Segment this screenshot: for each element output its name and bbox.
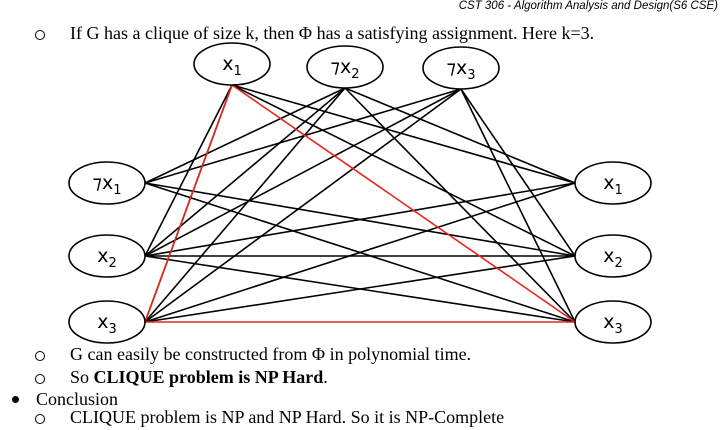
- subscript: 2: [614, 256, 622, 271]
- variable: x: [222, 53, 233, 75]
- edge-t2-r1: [344, 87, 576, 184]
- line-polynomial-time: G can easily be constructed from Φ in po…: [70, 344, 472, 364]
- variable: x: [603, 172, 614, 194]
- variable: x: [603, 311, 614, 333]
- edge-t1-r2: [231, 84, 576, 257]
- node-ellipse: [306, 45, 384, 89]
- np-hard-suffix: .: [323, 367, 328, 387]
- node-label: x1: [603, 172, 623, 198]
- edge-l3-r2: [144, 255, 576, 323]
- node-t3: ⁊x3: [422, 46, 500, 90]
- node-t1: x1: [193, 42, 271, 86]
- node-label: x2: [97, 245, 117, 271]
- edge-t3-l2: [144, 88, 462, 257]
- clique-edge-t1-l3: [144, 84, 233, 323]
- node-r3: x3: [574, 300, 652, 344]
- node-l2: x2: [68, 234, 146, 278]
- sub-bullet-1: [35, 30, 45, 40]
- subscript: 3: [614, 322, 622, 337]
- negation-sign: ⁊: [447, 57, 456, 79]
- node-ellipse: [68, 234, 146, 278]
- node-ellipse: [422, 46, 500, 90]
- node-label: ⁊x1: [93, 172, 122, 198]
- subscript: 2: [108, 256, 116, 271]
- node-ellipse: [193, 42, 271, 86]
- node-label: x3: [603, 311, 623, 337]
- variable: x: [456, 57, 467, 79]
- sub-bullet-3: [35, 374, 45, 384]
- subscript: 3: [467, 68, 475, 83]
- variable: x: [97, 245, 108, 267]
- node-l3: x3: [68, 300, 146, 344]
- edge-l2-r1: [144, 182, 576, 257]
- subscript: 1: [233, 64, 241, 79]
- edge-t2-l3: [144, 87, 346, 323]
- main-bullet: [12, 396, 19, 403]
- edge-t3-l1: [144, 88, 462, 184]
- node-label: x1: [222, 53, 242, 79]
- negation-sign: ⁊: [93, 172, 102, 194]
- node-t2: ⁊x2: [306, 45, 384, 89]
- edge-t2-l2: [144, 87, 346, 257]
- node-ellipse: [574, 234, 652, 278]
- sub-bullet-2: [35, 351, 45, 361]
- np-hard-prefix: So: [70, 367, 94, 387]
- node-ellipse: [574, 161, 652, 205]
- subscript: 3: [108, 322, 116, 337]
- edge-t1-r1: [231, 84, 576, 184]
- edge-t3-r2: [460, 88, 576, 257]
- line-np-complete: CLIQUE problem is NP and NP Hard. So it …: [70, 407, 505, 427]
- node-ellipse: [574, 300, 652, 344]
- node-label: x2: [603, 245, 623, 271]
- edge-t3-r3: [460, 88, 576, 323]
- np-hard-bold: CLIQUE problem is NP Hard: [93, 367, 324, 387]
- variable: x: [102, 172, 113, 194]
- variable: x: [603, 245, 614, 267]
- edge-t2-l1: [144, 87, 346, 184]
- clique-edge-t1-r3: [231, 84, 576, 323]
- node-ellipse: [68, 161, 146, 205]
- node-r2: x2: [574, 234, 652, 278]
- negation-sign: ⁊: [331, 56, 340, 78]
- line-np-hard: So CLIQUE problem is NP Hard.: [70, 366, 328, 388]
- node-label: x3: [97, 311, 117, 337]
- subscript: 2: [351, 67, 359, 82]
- node-l1: ⁊x1: [68, 161, 146, 205]
- node-label: ⁊x3: [447, 57, 476, 83]
- page-header: CST 306 - Algorithm Analysis and Design(…: [458, 0, 718, 12]
- variable: x: [97, 311, 108, 333]
- node-ellipse: [68, 300, 146, 344]
- edge-t3-l3: [144, 88, 462, 323]
- subscript: 1: [614, 183, 622, 198]
- node-label: ⁊x2: [331, 56, 360, 82]
- variable: x: [340, 56, 351, 78]
- edge-t2-r3: [344, 87, 576, 323]
- node-r1: x1: [574, 161, 652, 205]
- line-conclusion: Conclusion: [36, 389, 119, 409]
- subscript: 1: [113, 183, 121, 198]
- edge-l3-r1: [144, 182, 576, 323]
- line-clique-assignment: If G has a clique of size k, then Φ has …: [70, 23, 595, 43]
- sub-bullet-4: [35, 414, 45, 424]
